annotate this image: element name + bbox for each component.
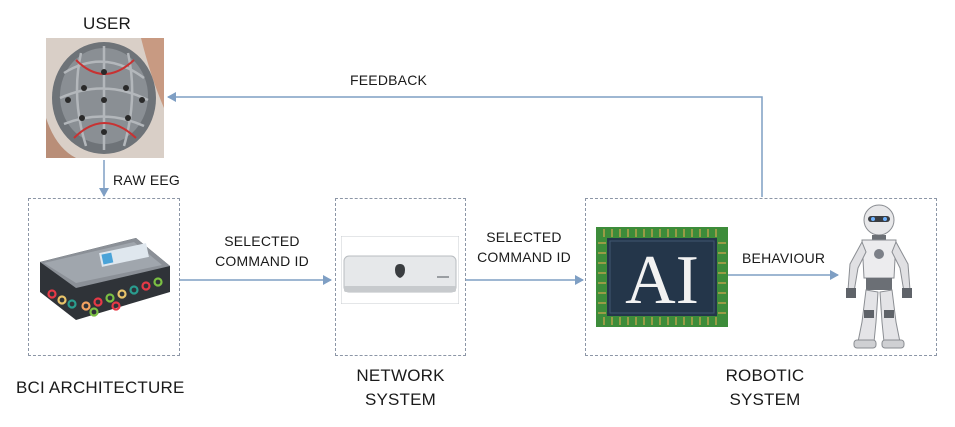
feedback-arrow: [167, 92, 763, 197]
robot-image: [846, 204, 912, 349]
ai-chip-text: AI: [625, 242, 699, 319]
eeg-headset-image: [46, 38, 164, 158]
behaviour-label: BEHAVIOUR: [742, 250, 826, 266]
selected-command-label-1: SELECTED COMMAND ID: [215, 233, 309, 269]
network-system-box: [335, 198, 466, 356]
feedback-label: FEEDBACK: [350, 72, 428, 88]
network-system-label: NETWORK SYSTEM: [356, 366, 445, 409]
user-label: USER: [83, 14, 132, 33]
robotic-system-box: [585, 198, 937, 356]
bci-architecture-box: [28, 198, 180, 356]
mac-mini-image: [341, 236, 459, 304]
raw-eeg-label: RAW EEG: [113, 172, 180, 188]
bci-device-image: [40, 238, 170, 320]
selected-command-label-2: SELECTED COMMAND ID: [477, 229, 571, 265]
ai-chip-image: AI: [596, 227, 728, 327]
bci-architecture-label: BCI ARCHITECTURE: [16, 378, 185, 397]
robotic-system-label: ROBOTIC SYSTEM: [725, 366, 805, 409]
